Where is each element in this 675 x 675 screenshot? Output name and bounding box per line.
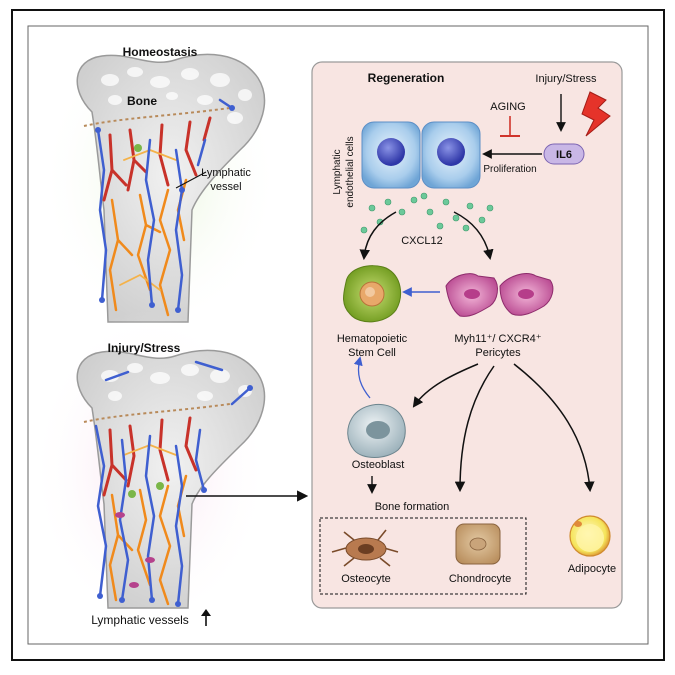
hsc-label-line1: Hematopoietic (337, 333, 408, 345)
cxcl12-to-hsc-arrow (359, 211, 397, 261)
lymphatic-label-line2: vessel (210, 181, 241, 193)
lymphatic-vessels (96, 98, 234, 312)
cells-in-marrow (115, 482, 164, 588)
arrow-up-icon (201, 609, 211, 626)
lymphatic-bulbs (95, 105, 235, 313)
lymphatic-vessels (94, 360, 252, 606)
growth-plate (83, 403, 231, 423)
bone-shape (76, 53, 266, 323)
cxcl12-dots (360, 192, 494, 234)
blood-vessels (102, 116, 212, 317)
injury-stress-title: Injury/Stress (108, 341, 181, 355)
bone-label: Bone (127, 94, 157, 108)
cxcl12-to-pericytes-arrow (453, 211, 494, 261)
lymphatic-vessels-label: Lymphatic vessels (91, 613, 189, 627)
growth-plate (83, 107, 231, 127)
regeneration-panel (311, 61, 623, 609)
injury-stress-label: Injury/Stress (535, 73, 597, 85)
cxcl12-label: CXCL12 (401, 235, 443, 247)
aging-inhibition (500, 116, 520, 137)
il6-label: IL6 (556, 149, 572, 161)
chondrocyte-cell (455, 523, 501, 565)
bone-formation-label: Bone formation (375, 501, 450, 513)
pericytes (445, 273, 554, 317)
lec-nucleus (437, 138, 465, 166)
adipocyte-label: Adipocyte (568, 563, 616, 575)
lightning-icon (581, 91, 611, 137)
osteoblast-cell (347, 403, 406, 458)
chondrocyte-label: Chondrocyte (449, 573, 511, 585)
adipocyte-cell (569, 515, 611, 557)
inner-frame (27, 25, 649, 645)
proliferation-label: Proliferation (483, 164, 536, 175)
hsc-label-line2: Stem Cell (348, 347, 396, 359)
homeostasis-title: Homeostasis (123, 45, 198, 59)
osteoblast-to-hsc-arrow (353, 356, 371, 399)
hematopoietic-stem-cell (343, 265, 402, 323)
blood-vessels (102, 416, 198, 606)
lec-label-line2: endothelial cells (345, 136, 356, 207)
injury-bone (30, 310, 270, 630)
il6-badge (543, 143, 585, 165)
osteocyte-label: Osteocyte (341, 573, 391, 585)
pericytes-to-bone-formation-arrow (454, 365, 495, 493)
pericytes-to-adipocyte-arrow (513, 363, 595, 493)
osteocyte-cell (331, 529, 399, 567)
osteoblast-label: Osteoblast (352, 459, 405, 471)
pericytes-label-line1: Myh11⁺/ CXCR4⁺ (454, 333, 541, 345)
lec-label-line1: Lymphatic (332, 149, 343, 194)
homeostasis-bone (40, 30, 280, 330)
lec-nucleus (377, 138, 405, 166)
pericytes-to-osteoblast-arrow (412, 363, 479, 408)
bone-formation-box (319, 517, 527, 595)
pericytes-label-line2: Pericytes (475, 347, 521, 359)
lymphatic-label-line1: Lymphatic (201, 167, 251, 179)
hsc-dot (134, 144, 142, 152)
regeneration-title: Regeneration (368, 71, 445, 85)
trabecular-pores (101, 67, 252, 124)
lymphatic-endothelial-cells (361, 121, 481, 189)
lymphatic-leader-line (175, 171, 207, 189)
lymphatic-bulbs (97, 385, 253, 607)
aging-label: AGING (490, 101, 525, 113)
